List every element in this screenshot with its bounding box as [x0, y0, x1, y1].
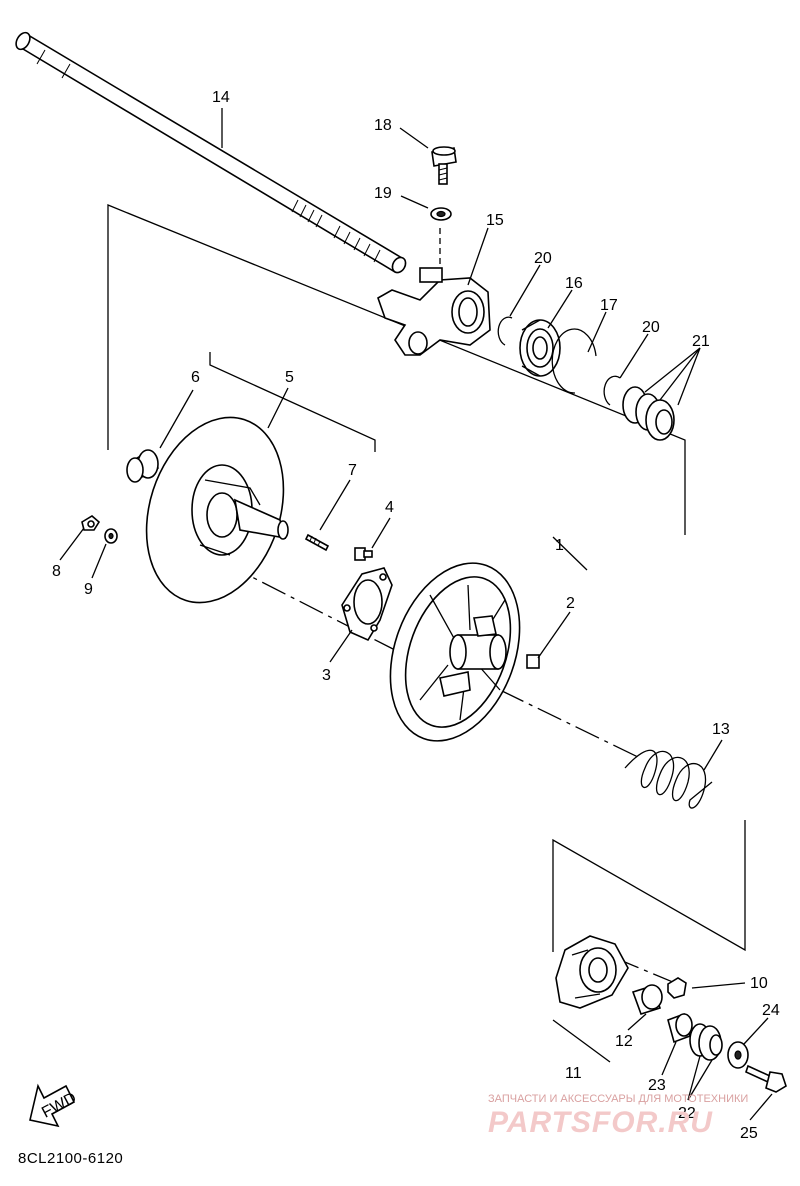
callout-8: 8 — [52, 563, 61, 580]
callout-20a: 20 — [534, 250, 552, 267]
reference-code: 8CL2100-6120 — [18, 1150, 124, 1167]
callout-2: 2 — [566, 595, 575, 612]
callout-16: 16 — [565, 275, 583, 292]
callout-21: 21 — [692, 333, 710, 350]
nut-10 — [667, 977, 687, 999]
screw-2 — [526, 654, 540, 669]
washer-19 — [430, 207, 452, 221]
callout-18: 18 — [374, 117, 392, 134]
bushing-6 — [126, 449, 160, 483]
bushing-12 — [631, 984, 663, 1015]
leader-lines — [59, 108, 773, 1121]
callout-1: 1 — [555, 537, 564, 554]
callout-10: 10 — [750, 975, 768, 992]
callout-24: 24 — [762, 1002, 780, 1019]
washer-9 — [104, 528, 118, 544]
bearing-16 — [519, 319, 561, 377]
callout-12: 12 — [615, 1033, 633, 1050]
washer-stack-22 — [689, 1023, 723, 1061]
callout-5: 5 — [285, 369, 294, 386]
callout-23: 23 — [648, 1077, 666, 1094]
callout-4: 4 — [385, 499, 394, 516]
callout-11: 11 — [565, 1065, 582, 1082]
callout-20b: 20 — [642, 319, 660, 336]
callout-3: 3 — [322, 667, 331, 684]
bolt-8 — [81, 515, 101, 531]
collar-23 — [667, 1012, 693, 1044]
ring-17 — [551, 328, 597, 394]
callout-6: 6 — [191, 369, 200, 386]
pin-7 — [304, 533, 330, 552]
bolt-18 — [431, 146, 457, 185]
callout-15: 15 — [486, 212, 504, 229]
drive-shaft — [15, 31, 407, 274]
watermark-brand: PARTSFOR.RU — [488, 1106, 713, 1139]
washer-24 — [727, 1041, 749, 1069]
spring-13 — [624, 749, 713, 809]
fixed-sheave-5 — [145, 416, 289, 604]
cam-11 — [555, 935, 629, 1009]
callout-14: 14 — [212, 89, 230, 106]
callout-25: 25 — [740, 1125, 758, 1142]
callout-labels: 1 2 3 4 5 6 7 8 9 10 11 12 13 14 15 16 1… — [52, 89, 780, 1142]
callout-9: 9 — [84, 581, 93, 598]
watermark-tagline: ЗАПЧАСТИ И АКСЕССУАРЫ ДЛЯ МОТОТЕХНИКИ — [488, 1093, 749, 1105]
callout-22: 22 — [678, 1105, 696, 1122]
circlip-20b — [603, 375, 621, 406]
circlip-20a — [497, 316, 513, 346]
gasket-3 — [341, 567, 393, 642]
fwd-arrow-icon: FWD — [29, 1083, 79, 1128]
movable-sheave-1 — [389, 562, 521, 742]
screw-4 — [354, 547, 373, 561]
callout-19: 19 — [374, 185, 392, 202]
callout-17: 17 — [600, 297, 618, 314]
bearing-housing-15 — [377, 267, 491, 356]
seal-stack-21 — [622, 386, 675, 441]
bolt-25 — [745, 1064, 787, 1093]
callout-13: 13 — [712, 721, 730, 738]
callout-7: 7 — [348, 462, 357, 479]
